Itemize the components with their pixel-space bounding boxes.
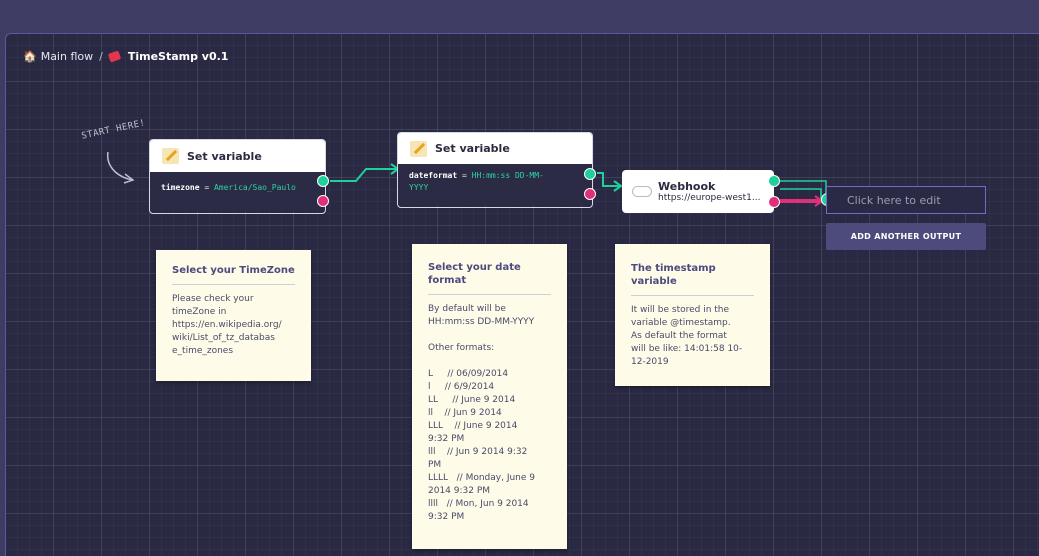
note-line: lll // Jun 9 2014 9:32 (428, 447, 528, 457)
click-to-edit-input[interactable]: Click here to edit (826, 186, 986, 214)
note-line: It will be stored in the (631, 305, 730, 315)
breadcrumb-separator: / (99, 50, 103, 63)
webhook-title: Webhook (658, 180, 716, 193)
add-another-output-button[interactable]: ADD ANOTHER OUTPUT (826, 223, 986, 250)
note-line: Please check your (172, 294, 254, 304)
note-line: 9:32 PM (428, 434, 465, 444)
note-line: llll // Mon, Jun 9 2014 (428, 499, 529, 509)
note-line: LL // June 9 2014 (428, 395, 516, 405)
note-line: HH:mm:ss DD-MM-YYYY (428, 317, 535, 327)
note-line: 9:32 PM (428, 512, 465, 522)
note-title: Select your TimeZone (172, 264, 295, 285)
start-arrow-icon (106, 151, 135, 184)
note-timezone[interactable]: Select your TimeZone Please check your ti… (156, 250, 311, 381)
note-title-line-2: format (428, 275, 467, 286)
node-title: Set variable (435, 142, 510, 155)
note-line: l // 6/9/2014 (428, 382, 495, 392)
note-title-line-1: The timestamp (631, 263, 716, 274)
note-line: variable @timestamp. (631, 318, 731, 328)
note-line: will be like: 14:01:58 10- (631, 344, 743, 354)
node-body: dateformat = HH:mm:ss DD-MM- YYYY (398, 164, 592, 205)
assign-op: = (457, 171, 472, 180)
variable-value: America/Sao_Paulo (213, 183, 296, 192)
note-body: By default will be HH:mm:ss DD-MM-YYYY Oth… (428, 303, 551, 524)
node-title: Set variable (187, 149, 262, 163)
breadcrumb-main-flow[interactable]: Main flow (40, 50, 94, 63)
success-port[interactable] (584, 168, 596, 180)
node-header: Set variable (150, 140, 325, 172)
webhook-url: https://europe-west1... (658, 193, 761, 203)
note-line: LLL // June 9 2014 (428, 421, 518, 431)
webhook-node[interactable]: Webhook https://europe-west1... (622, 170, 780, 213)
note-title-line-2: variable (631, 276, 677, 287)
variable-key: dateformat (409, 171, 458, 180)
note-line: PM (428, 460, 442, 470)
note-line: timeZone in (172, 307, 227, 317)
note-body: Please check your timeZone in https://en.w… (172, 293, 295, 358)
pencil-icon (162, 148, 179, 164)
note-line: By default will be (428, 304, 506, 314)
note-line: 12-2019 (631, 357, 669, 367)
pencil-icon (410, 140, 427, 157)
success-port[interactable] (317, 175, 329, 187)
note-line: https://en.wikipedia.org/ (172, 320, 282, 330)
note-line: As default the format (631, 331, 727, 341)
failure-port[interactable] (584, 188, 596, 200)
note-title-line-1: Select your date (428, 262, 521, 273)
failure-port[interactable] (317, 195, 329, 207)
set-variable-dateformat-node[interactable]: Set variable dateformat = HH:mm:ss DD-MM… (397, 132, 596, 208)
note-title: Select your date format (428, 261, 551, 295)
set-variable-timezone-node[interactable]: Set variable timezone = America/Sao_Paul… (149, 139, 329, 214)
timestamp-icon (107, 50, 122, 63)
note-line: e_time_zones (172, 346, 234, 356)
node-header: Set variable (398, 133, 592, 164)
note-line: LLLL // Monday, June 9 (428, 473, 536, 483)
note-line: wiki/List_of_tz_databas (172, 333, 275, 343)
note-body: It will be stored in the variable @timest… (631, 304, 754, 369)
success-port[interactable] (768, 175, 780, 187)
failure-port[interactable] (768, 196, 780, 208)
note-line: ll // Jun 9 2014 (428, 408, 502, 418)
variable-value-cont: YYYY (409, 183, 429, 192)
breadcrumb-current: TimeStamp v0.1 (127, 50, 229, 63)
note-title: The timestamp variable (631, 262, 754, 296)
variable-value: HH:mm:ss DD-MM- (471, 171, 544, 180)
node-body: timezone = America/Sao_Paulo (150, 172, 325, 211)
home-icon: 🏠 (23, 50, 37, 63)
cloud-icon (632, 186, 652, 197)
note-line (428, 329, 551, 342)
note-line: Other formats: (428, 343, 495, 353)
top-bar (0, 0, 1039, 33)
note-line (428, 355, 551, 368)
assign-op: = (199, 183, 214, 192)
note-line: L // 06/09/2014 (428, 369, 509, 379)
breadcrumb: 🏠 Main flow / TimeStamp v0.1 (23, 50, 228, 63)
note-line: 2014 9:32 PM (428, 486, 491, 496)
variable-key: timezone (161, 183, 200, 192)
note-dateformat[interactable]: Select your date format By default will … (412, 244, 567, 549)
note-timestamp[interactable]: The timestamp variable It will be stored… (615, 244, 770, 386)
